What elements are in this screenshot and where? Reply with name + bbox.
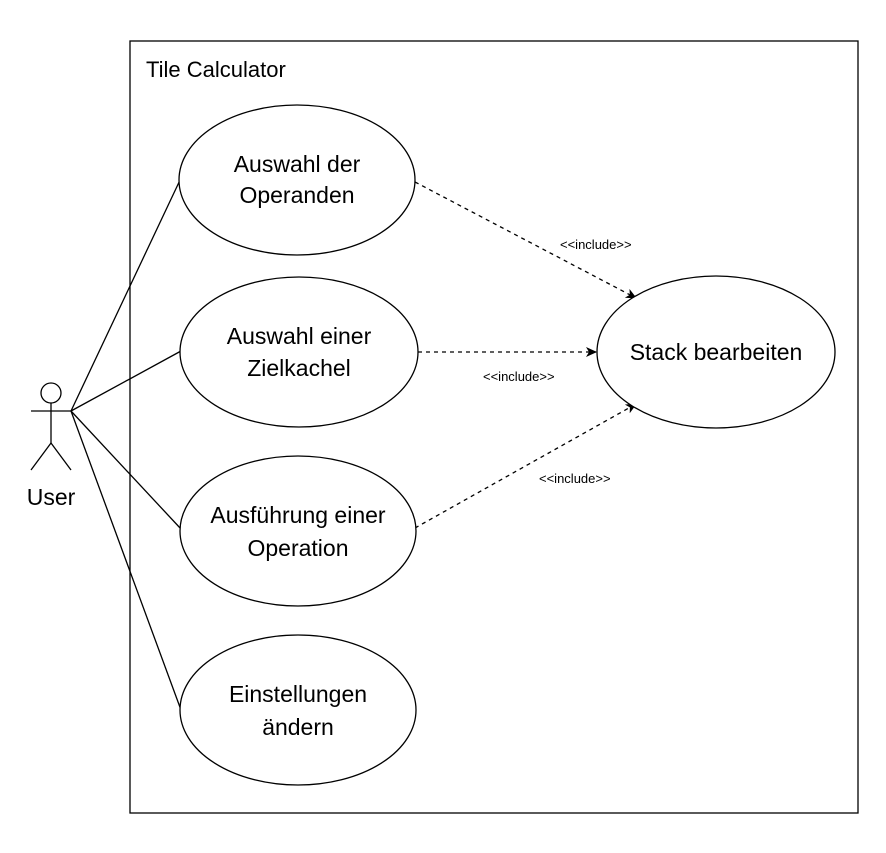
actor-head (40, 382, 62, 404)
use-case-stack[interactable]: Stack bearbeiten (596, 275, 836, 429)
use-case-einstellungen[interactable]: Einstellungen ändern (179, 634, 417, 786)
include-label-3: <<include>> (539, 471, 611, 486)
use-case-einstellungen-line1: Einstellungen (229, 681, 367, 707)
actor-label: User (27, 484, 76, 510)
use-case-einstellungen-ellipse (179, 634, 417, 786)
use-case-operation-line2: Operation (247, 535, 348, 561)
association-operanden (70, 177, 182, 412)
use-case-zielkachel[interactable]: Auswahl einer Zielkachel (179, 276, 419, 428)
use-case-operation-ellipse (179, 455, 417, 607)
include-arrow-operation (414, 403, 637, 529)
use-case-zielkachel-line2: Zielkachel (247, 355, 351, 381)
use-case-operation[interactable]: Ausführung einer Operation (179, 455, 417, 607)
use-case-stack-label: Stack bearbeiten (630, 339, 803, 365)
use-case-zielkachel-ellipse (179, 276, 419, 428)
use-case-zielkachel-line1: Auswahl einer (227, 323, 372, 349)
use-case-operanden-line1: Auswahl der (234, 151, 361, 177)
association-einstellungen (70, 410, 182, 711)
use-case-operanden-line2: Operanden (239, 182, 354, 208)
use-case-operanden[interactable]: Auswahl der Operanden (178, 104, 416, 256)
system-boundary (129, 40, 859, 814)
association-zielkachel (70, 350, 182, 412)
association-operation (70, 410, 182, 530)
include-arrow-operanden (414, 181, 637, 299)
actor-left-leg (30, 442, 52, 471)
include-label-1: <<include>> (560, 237, 632, 252)
use-case-operanden-ellipse (178, 104, 416, 256)
actor-right-leg (50, 442, 72, 471)
use-case-operation-line1: Ausführung einer (210, 502, 386, 528)
include-label-2: <<include>> (483, 369, 555, 384)
use-case-stack-ellipse (596, 275, 836, 429)
use-case-einstellungen-line2: ändern (262, 714, 334, 740)
actor-user[interactable] (30, 382, 72, 471)
system-title: Tile Calculator (146, 57, 286, 82)
